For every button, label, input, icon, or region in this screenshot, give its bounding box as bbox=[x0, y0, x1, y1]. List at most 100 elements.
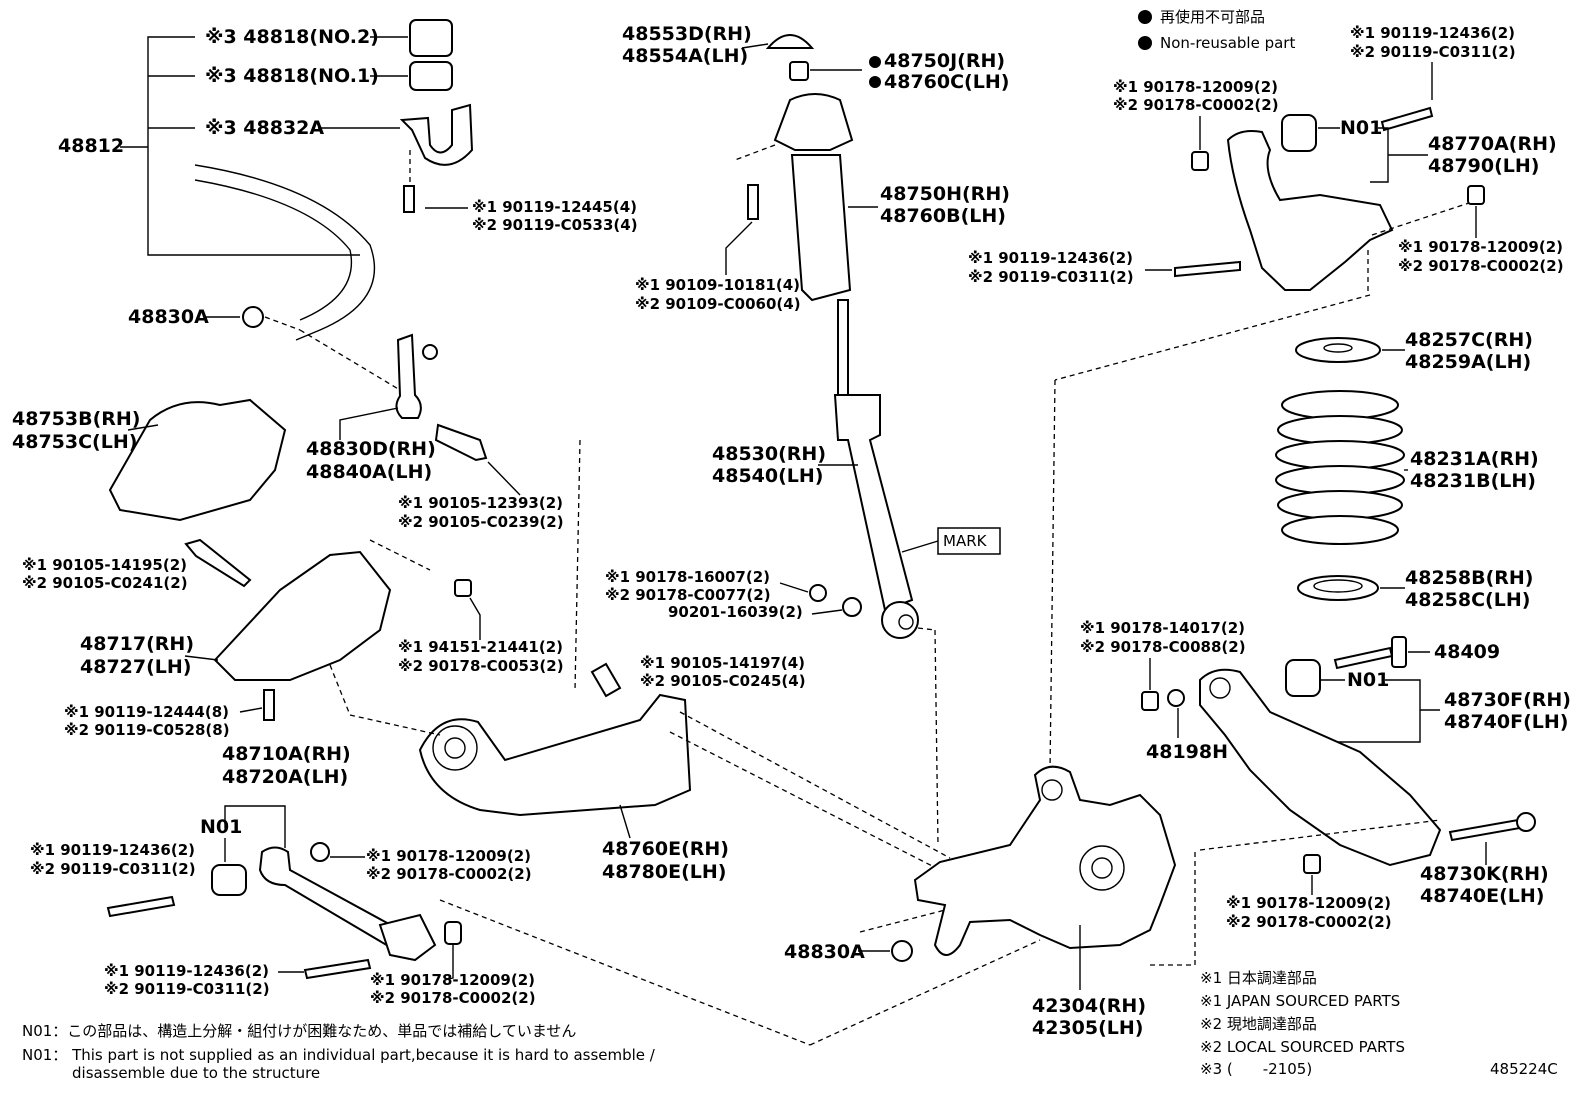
label-90178-c0077: ※2 90178-C0077(2) bbox=[605, 586, 771, 604]
coil-spring-part bbox=[1275, 390, 1405, 545]
lower-nut-part bbox=[1141, 691, 1159, 711]
label-90119-c0311-a: ※2 90119-C0311(2) bbox=[30, 860, 196, 878]
toe-bolt-part bbox=[106, 895, 176, 918]
label-90119-12436-ub: ※1 90119-12436(2) bbox=[968, 249, 1133, 267]
toe-nut-b-part bbox=[444, 921, 462, 945]
upper-arm-bolt-b-part bbox=[1174, 260, 1241, 278]
label-48753c: 48753C(LH) bbox=[12, 431, 137, 453]
toe-bolt-b-part bbox=[303, 958, 372, 980]
label-90119-c0311-b: ※2 90119-C0311(2) bbox=[104, 980, 270, 998]
label-n01-c: N01 bbox=[1347, 669, 1389, 691]
footnotes: N01：この部品は、構造上分解・組付けが困難なため、単品では補給していません N… bbox=[22, 969, 1558, 1082]
shock-boot-part bbox=[790, 154, 852, 302]
label-48258b: 48258B(RH) bbox=[1405, 567, 1533, 589]
shock-body-part bbox=[833, 394, 914, 612]
label-90119-c0533: ※2 90119-C0533(4) bbox=[472, 216, 638, 234]
footnote-src1-en: ※1 JAPAN SOURCED PARTS bbox=[1200, 992, 1400, 1010]
label-90178-14017: ※1 90178-14017(2) bbox=[1080, 619, 1245, 637]
shock-washer-part bbox=[842, 597, 862, 617]
upper-spring-seat-part bbox=[1295, 337, 1381, 363]
upper-nut-part bbox=[789, 61, 809, 81]
label-48710a: 48710A(RH) bbox=[222, 743, 351, 765]
toe-arm-group: 48710A(RH) 48720A(LH) N01 ※1 90119-12436… bbox=[30, 743, 811, 1046]
trailing-arm-group: 48760E(RH) 48780E(LH) ※1 90105-14197(4) … bbox=[349, 439, 951, 883]
label-48830a-top: 48830A bbox=[128, 306, 209, 328]
label-48530: 48530(RH) bbox=[712, 443, 826, 465]
stabilizer-group: 48812 ※3 48818(NO.2) ※3 48818(NO.1) ※3 4… bbox=[58, 19, 638, 341]
label-48760e: 48760E(RH) bbox=[602, 838, 729, 860]
label-48740f: 48740F(LH) bbox=[1444, 711, 1568, 733]
stab-link-part bbox=[395, 333, 422, 419]
label-90119-c0311-ua: ※2 90119-C0311(2) bbox=[1350, 43, 1516, 61]
label-48727: 48727(LH) bbox=[80, 656, 191, 678]
upper-arm-part bbox=[1226, 130, 1394, 291]
stab-link-group: 48753B(RH) 48753C(LH) 48830D(RH) 48840A(… bbox=[12, 329, 564, 531]
label-90109-10181: ※1 90109-10181(4) bbox=[635, 276, 800, 294]
label-90178-12009-ub: ※1 90178-12009(2) bbox=[1398, 238, 1563, 256]
carrier-part bbox=[913, 765, 1177, 956]
label-42305: 42305(LH) bbox=[1032, 1017, 1143, 1039]
label-48812: 48812 bbox=[58, 135, 124, 157]
lower-arm-bushing-part bbox=[1285, 659, 1321, 697]
label-48717: 48717(RH) bbox=[80, 633, 194, 655]
shock-group: 48553D(RH) 48554A(LH) 48750J(RH) 48760C(… bbox=[605, 23, 1010, 846]
label-n01-a: N01 bbox=[200, 816, 242, 838]
label-90119-12436-b: ※1 90119-12436(2) bbox=[104, 962, 269, 980]
label-90178-c0002-b: ※2 90178-C0002(2) bbox=[370, 989, 536, 1007]
non-reusable-dot-icon bbox=[869, 56, 881, 68]
label-90105-14197: ※1 90105-14197(4) bbox=[640, 654, 805, 672]
label-90119-12436-a: ※1 90119-12436(2) bbox=[30, 841, 195, 859]
label-90178-c0002-lb: ※2 90178-C0002(2) bbox=[1226, 913, 1392, 931]
label-94151-21441: ※1 94151-21441(2) bbox=[398, 638, 563, 656]
spring-group: 48257C(RH) 48259A(LH) 48231A(RH) 48231B(… bbox=[1275, 329, 1539, 611]
footnote-src2-en: ※2 LOCAL SOURCED PARTS bbox=[1200, 1038, 1405, 1056]
footnote-src1-jp: ※1 日本調達部品 bbox=[1200, 969, 1317, 987]
footnote-n01-en-1: N01： This part is not supplied as an ind… bbox=[22, 1046, 656, 1064]
label-48830a-bottom: 48830A bbox=[784, 941, 865, 963]
label-48760c: 48760C(LH) bbox=[884, 71, 1009, 93]
carrier-group: 48830A 42304(RH) 42305(LH) bbox=[784, 294, 1371, 1046]
label-48753b: 48753B(RH) bbox=[12, 408, 140, 430]
label-90105-c0245: ※2 90105-C0245(4) bbox=[640, 672, 806, 690]
trail-bolt-part bbox=[590, 662, 622, 698]
bracket-arm-group: ※1 90105-14195(2) ※2 90105-C0241(2) 4871… bbox=[22, 538, 564, 739]
shock-rod-part bbox=[837, 299, 849, 396]
label-90178-12009-b: ※1 90178-12009(2) bbox=[370, 971, 535, 989]
bracket-part bbox=[399, 103, 474, 166]
support-bolt-part bbox=[747, 184, 759, 220]
non-reusable-dot-icon bbox=[1138, 10, 1152, 24]
label-48840a: 48840A(LH) bbox=[306, 461, 432, 483]
label-90119-c0311-ub: ※2 90119-C0311(2) bbox=[968, 268, 1134, 286]
footnote-src2-jp: ※2 現地調達部品 bbox=[1200, 1015, 1317, 1033]
label-48257c: 48257C(RH) bbox=[1405, 329, 1533, 351]
label-42304: 42304(RH) bbox=[1032, 995, 1146, 1017]
label-48554a: 48554A(LH) bbox=[622, 45, 748, 67]
label-48750j: 48750J(RH) bbox=[884, 50, 1005, 72]
label-48540: 48540(LH) bbox=[712, 465, 823, 487]
legend: 再使用不可部品 Non-reusable part bbox=[1138, 8, 1295, 52]
label-48832a: ※3 48832A bbox=[205, 117, 324, 139]
label-48770a: 48770A(RH) bbox=[1428, 133, 1557, 155]
label-90119-12445: ※1 90119-12445(4) bbox=[472, 198, 637, 216]
label-90178-c0002-ub: ※2 90178-C0002(2) bbox=[1398, 257, 1564, 275]
bushing-no2-part bbox=[409, 19, 453, 57]
footnote-n01-jp: N01：この部品は、構造上分解・組付けが困難なため、単品では補給していません bbox=[22, 1022, 576, 1040]
label-n01-b: N01 bbox=[1340, 117, 1382, 139]
upper-arm-bolt-part bbox=[1380, 106, 1434, 132]
arm-bolt-part bbox=[184, 538, 252, 588]
label-90178-12009-a: ※1 90178-12009(2) bbox=[366, 847, 531, 865]
label-90178-c0002-ua: ※2 90178-C0002(2) bbox=[1113, 96, 1279, 114]
label-90178-c0002-a: ※2 90178-C0002(2) bbox=[366, 865, 532, 883]
diagram-id: 485224C bbox=[1490, 1060, 1558, 1078]
bushing-no1-part bbox=[409, 61, 453, 91]
label-48409: 48409 bbox=[1434, 641, 1500, 663]
legend-non-reusable-en: Non-reusable part bbox=[1160, 34, 1295, 52]
label-90119-12436-ua: ※1 90119-12436(2) bbox=[1350, 24, 1515, 42]
mark-label: MARK bbox=[943, 532, 988, 550]
lower-nut-b-part bbox=[1303, 854, 1321, 874]
label-90201-16039: 90201-16039(2) bbox=[668, 603, 803, 621]
label-90109-c0060: ※2 90109-C0060(4) bbox=[635, 295, 801, 313]
label-48818-no2: ※3 48818(NO.2) bbox=[205, 26, 379, 48]
toe-bushing-part bbox=[211, 864, 247, 896]
